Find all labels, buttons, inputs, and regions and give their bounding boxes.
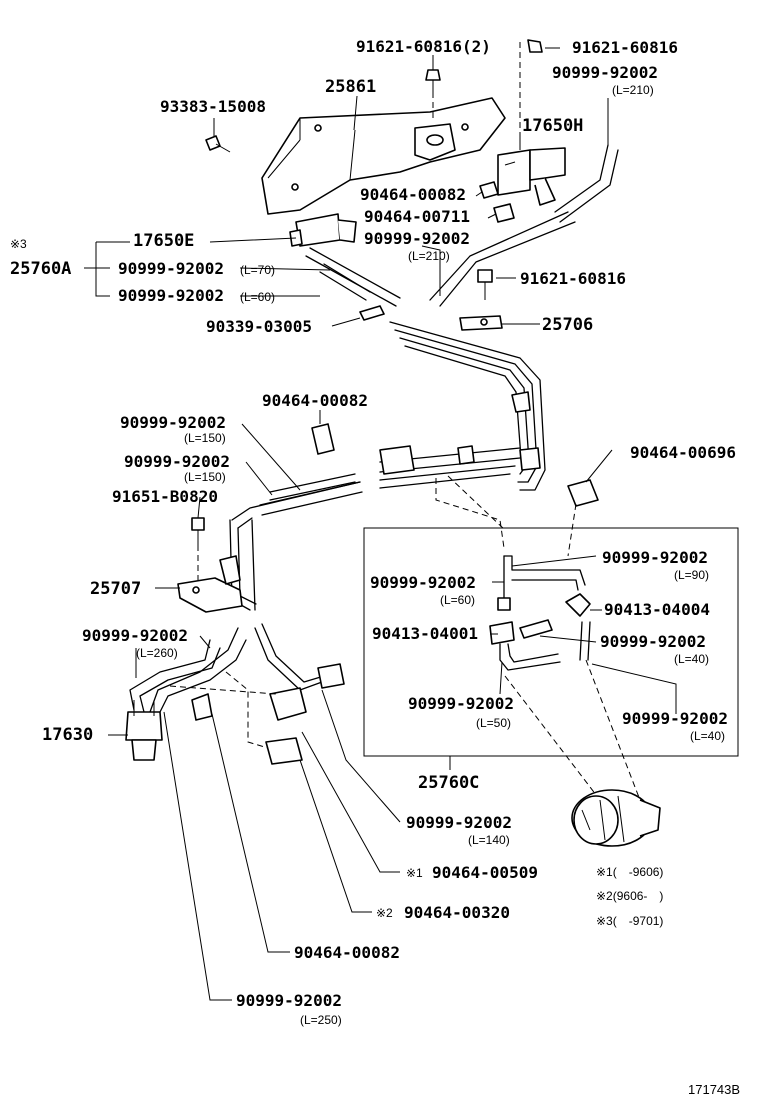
label-25760A: 25760A	[10, 259, 71, 279]
label-90413-04001: 90413-04001	[372, 624, 478, 643]
label-l250: (L=250)	[300, 1013, 342, 1027]
label-91651-B0820: 91651-B0820	[112, 487, 218, 506]
label-l210-a: (L=210)	[612, 83, 654, 97]
label-l140: (L=140)	[468, 833, 510, 847]
label-17650E: 17650E	[133, 231, 194, 251]
subassembly-box-25760C	[363, 527, 739, 757]
bolt-93383-15008	[205, 135, 231, 153]
label-mark3: ※3	[10, 237, 27, 251]
leader-lines	[84, 47, 677, 1001]
label-17630: 17630	[42, 725, 93, 745]
label-l60-a: (L=60)	[240, 290, 275, 304]
sensor-17630	[125, 700, 163, 761]
label-91621-60816-2: 91621-60816(2)	[356, 37, 491, 56]
clip-90464-00082-upper	[479, 181, 499, 199]
clip-90464-00082-middle	[311, 423, 335, 455]
label-90464-00082-a: 90464-00082	[360, 185, 466, 204]
label-25760C: 25760C	[418, 773, 479, 793]
bolt-91621-60816-topright	[519, 39, 543, 140]
label-90999-92002-e: 90999-92002	[120, 413, 226, 432]
label-90413-04004: 90413-04004	[604, 600, 710, 619]
bolt-91621-60816-middle	[477, 269, 493, 300]
upper-hoses	[305, 144, 619, 307]
dash-link-6	[504, 675, 601, 801]
clip-90464-00711	[493, 203, 515, 223]
label-l40-b: (L=40)	[690, 729, 725, 743]
actuator-diaphragm	[571, 789, 661, 847]
label-91621-60816-a: 91621-60816	[572, 38, 678, 57]
label-90999-92002-j: 90999-92002	[82, 626, 188, 645]
pipe-assembly-25706	[389, 315, 546, 491]
label-25861: 25861	[325, 77, 376, 97]
dash-link-3	[435, 478, 505, 549]
label-l150-a: (L=150)	[184, 431, 226, 445]
label-l70: (L=70)	[240, 263, 275, 277]
label-90464-00696: 90464-00696	[630, 443, 736, 462]
hose-90339-03005	[359, 305, 385, 321]
label-l150-b: (L=150)	[184, 470, 226, 484]
dash-link-2	[225, 671, 269, 749]
footnote-1: ※1( -9606)	[596, 865, 663, 879]
label-l90: (L=90)	[674, 568, 709, 582]
dash-link-1	[169, 685, 277, 695]
bracket-25861	[261, 97, 506, 215]
label-l210-b: (L=210)	[408, 249, 450, 263]
label-90339-03005: 90339-03005	[206, 317, 312, 336]
label-90999-92002-b: 90999-92002	[364, 229, 470, 248]
vsv-17650H	[497, 147, 566, 206]
dash-link-5	[567, 503, 577, 557]
label-90999-92002-h: 90999-92002	[370, 573, 476, 592]
label-91621-60816-b: 91621-60816	[520, 269, 626, 288]
clip-90464-00509	[269, 663, 345, 721]
label-90464-00509: 90464-00509	[432, 863, 538, 882]
bolt-91651-B0820	[191, 517, 205, 580]
label-l60-b: (L=60)	[440, 593, 475, 607]
label-90999-92002-m: 90999-92002	[406, 813, 512, 832]
bolt-91621-60816-top	[425, 69, 441, 118]
label-90999-92002-f: 90999-92002	[124, 452, 230, 471]
label-90464-00082-c: 90464-00082	[294, 943, 400, 962]
label-90999-92002-c: 90999-92002	[118, 259, 224, 278]
label-90999-92002-d: 90999-92002	[118, 286, 224, 305]
hoses-lower-left	[129, 623, 325, 713]
label-mark2: ※2	[376, 906, 393, 920]
clip-90464-00320	[265, 737, 303, 765]
label-90464-00320: 90464-00320	[404, 903, 510, 922]
clip-90464-00082-lower	[191, 693, 213, 721]
footnote-2: ※2(9606- )	[596, 889, 663, 903]
label-90464-00711: 90464-00711	[364, 207, 470, 226]
label-93383-15008: 93383-15008	[160, 97, 266, 116]
main-pipe-lower	[229, 445, 521, 611]
footnote-3: ※3( -9701)	[596, 914, 663, 928]
label-90999-92002-g: 90999-92002	[602, 548, 708, 567]
bracket-25707	[177, 555, 243, 613]
label-mark1: ※1	[406, 866, 423, 880]
dash-link-4	[447, 475, 506, 531]
figure-id: 171743B	[688, 1082, 740, 1097]
label-17650H: 17650H	[522, 116, 583, 136]
label-90999-92002-i: 90999-92002	[600, 632, 706, 651]
label-90999-92002-k: 90999-92002	[408, 694, 514, 713]
label-90464-00082-b: 90464-00082	[262, 391, 368, 410]
label-25706: 25706	[542, 315, 593, 335]
label-25707: 25707	[90, 579, 141, 599]
dash-link-7	[585, 659, 641, 801]
clip-90464-00696	[567, 479, 599, 507]
vsv-17650E	[289, 213, 357, 247]
label-l260: (L=260)	[136, 646, 178, 660]
label-90999-92002-a: 90999-92002	[552, 63, 658, 82]
label-90999-92002-l: 90999-92002	[622, 709, 728, 728]
label-l50: (L=50)	[476, 716, 511, 730]
label-90999-92002-n: 90999-92002	[236, 991, 342, 1010]
label-l40-a: (L=40)	[674, 652, 709, 666]
